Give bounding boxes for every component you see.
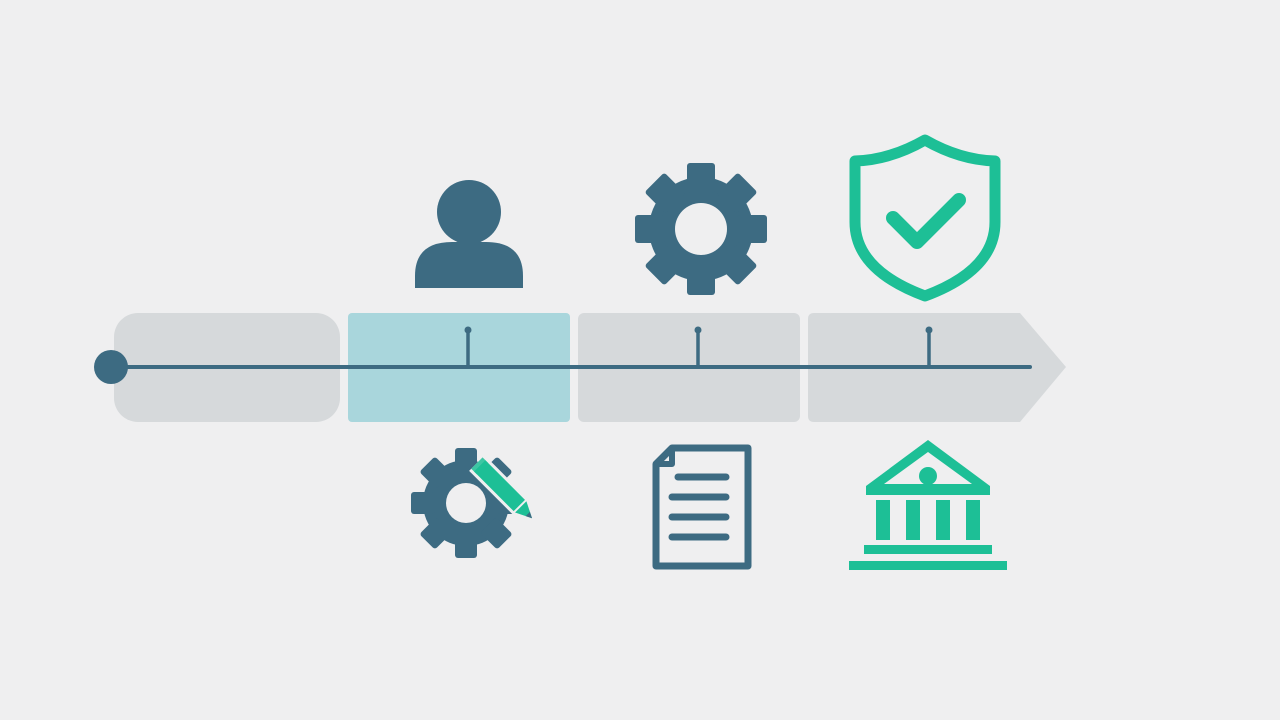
gear-pencil-icon <box>411 448 535 558</box>
timeline-start-dot <box>94 350 128 384</box>
bank-icon <box>849 440 1007 570</box>
document-icon <box>652 444 752 570</box>
milestone-tick-1 <box>464 326 472 367</box>
user-icon <box>415 180 523 288</box>
shield-check-icon <box>849 134 1001 302</box>
milestone-tick-2 <box>694 326 702 367</box>
gear-icon <box>635 163 767 295</box>
milestone-tick-3 <box>925 326 933 367</box>
